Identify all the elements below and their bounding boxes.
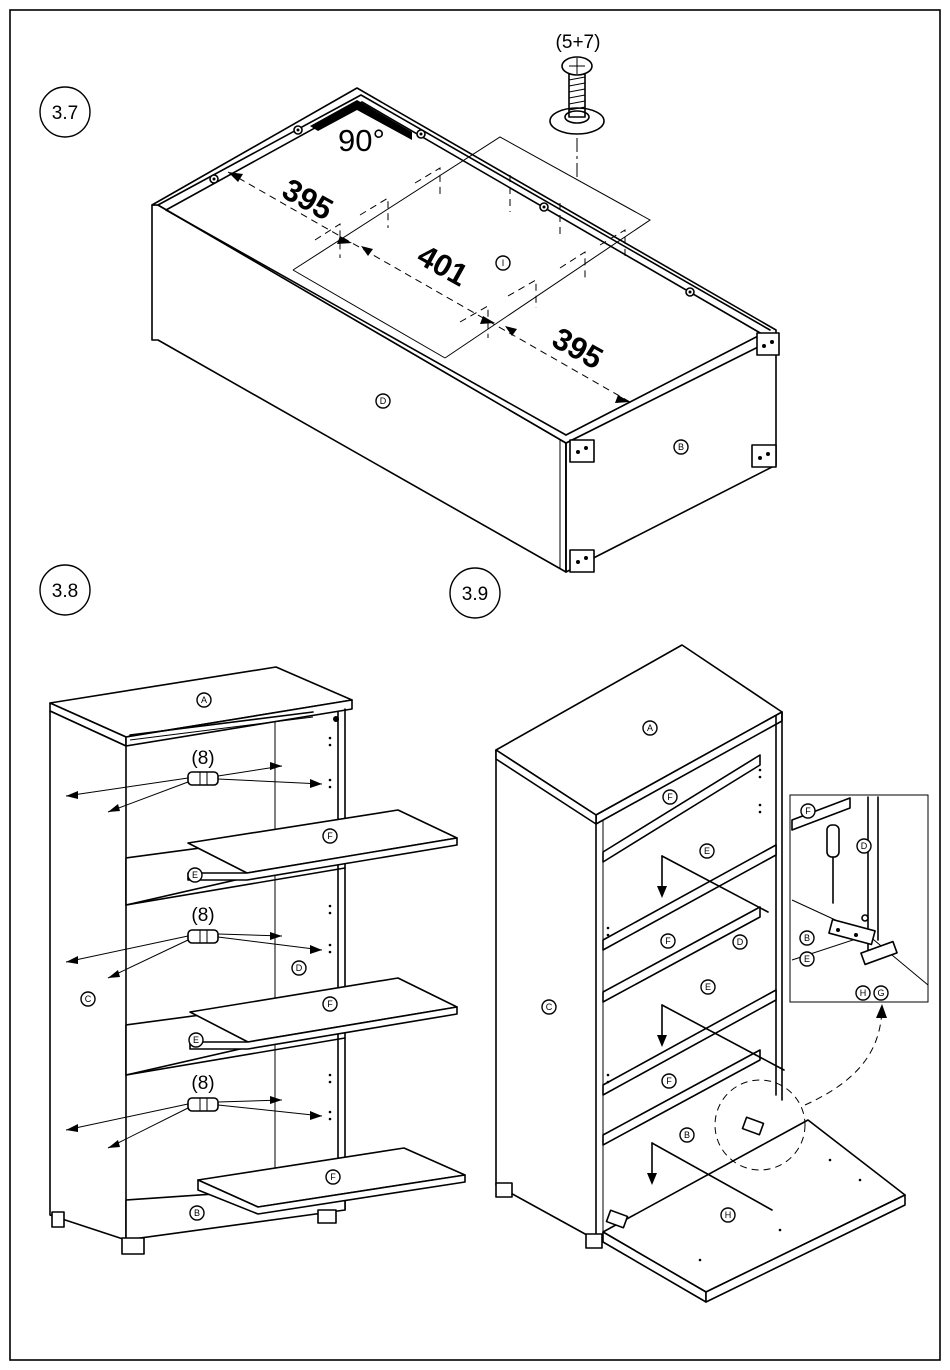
part-tag-back: D bbox=[375, 393, 391, 409]
step-number-3-8: 3.8 bbox=[39, 564, 91, 616]
detail-tag-g: G bbox=[873, 985, 889, 1001]
cam-fittings bbox=[209, 125, 695, 297]
svg-text:D: D bbox=[861, 841, 868, 851]
detail-tag-h: H bbox=[855, 985, 871, 1001]
angle-label: 90° bbox=[338, 123, 385, 158]
carcass-with-door bbox=[495, 644, 906, 1303]
part-tag-right-side: D bbox=[291, 960, 307, 976]
part-tag-shelf-f: F bbox=[662, 789, 678, 805]
corner-brackets bbox=[569, 332, 780, 573]
svg-text:B: B bbox=[804, 933, 810, 943]
svg-text:(8): (8) bbox=[191, 748, 214, 769]
cabinet-hinge-icon bbox=[828, 918, 898, 966]
detail-tag-b: B bbox=[799, 930, 815, 946]
part-tag-shelf-e: E bbox=[699, 843, 715, 859]
part-tag-shelf-e: E bbox=[188, 1032, 204, 1048]
detail-callout-leader bbox=[804, 1009, 883, 1106]
svg-text:H: H bbox=[725, 1210, 732, 1220]
part-tag-left-side: C bbox=[80, 991, 96, 1007]
step-number-3-9: 3.9 bbox=[449, 567, 501, 619]
page-frame bbox=[9, 9, 941, 1361]
svg-text:F: F bbox=[327, 999, 333, 1009]
part-tag-shelf-e: E bbox=[700, 979, 716, 995]
part-tag-door: H bbox=[720, 1207, 736, 1223]
carcass-upright-front bbox=[49, 666, 466, 1255]
shelf-pin-holes bbox=[328, 716, 339, 1121]
svg-text:B: B bbox=[684, 1130, 690, 1140]
svg-text:G: G bbox=[877, 988, 884, 998]
step-number-3-7: 3.7 bbox=[39, 86, 91, 138]
detail-tag-d: D bbox=[856, 838, 872, 854]
part-tag-shelf-f: F bbox=[322, 828, 338, 844]
part-tag-side: B bbox=[673, 439, 689, 455]
svg-text:H: H bbox=[860, 988, 867, 998]
svg-text:B: B bbox=[678, 442, 684, 452]
detail-tag-f: F bbox=[800, 803, 816, 819]
part-tag-shelf-f: F bbox=[660, 933, 676, 949]
svg-text:E: E bbox=[192, 870, 198, 880]
svg-text:D: D bbox=[380, 396, 387, 406]
detail-tag-e: E bbox=[799, 951, 815, 967]
wooden-dowel-icon: (8) bbox=[65, 905, 323, 979]
screwdriver-icon bbox=[826, 824, 840, 904]
svg-text:F: F bbox=[330, 1172, 336, 1182]
svg-text:E: E bbox=[705, 982, 711, 992]
part-tag-shelf-e: E bbox=[187, 867, 203, 883]
svg-text:F: F bbox=[666, 1076, 672, 1086]
svg-text:A: A bbox=[201, 695, 207, 705]
svg-text:(5+7): (5+7) bbox=[556, 32, 601, 53]
dimension-line bbox=[227, 171, 631, 403]
part-tag-shelf-f-lower: F bbox=[661, 1073, 677, 1089]
part-tag-left-side: C bbox=[541, 999, 557, 1015]
part-tag-top: A bbox=[196, 692, 212, 708]
part-tag-shelf-f: F bbox=[325, 1169, 341, 1185]
svg-text:F: F bbox=[805, 806, 811, 816]
screw-with-washer-icon: (5+7) bbox=[549, 32, 605, 178]
hinge-detail-inset: F D B E H G bbox=[789, 794, 929, 1003]
svg-text:E: E bbox=[193, 1035, 199, 1045]
part-tag-shelf-f: F bbox=[322, 996, 338, 1012]
svg-text:D: D bbox=[737, 937, 744, 947]
svg-text:F: F bbox=[667, 792, 673, 802]
part-tag-top: A bbox=[642, 720, 658, 736]
svg-text:I: I bbox=[502, 258, 505, 268]
svg-text:E: E bbox=[804, 954, 810, 964]
wooden-dowel-icon: (8) bbox=[65, 748, 323, 813]
svg-text:F: F bbox=[327, 831, 333, 841]
svg-text:C: C bbox=[85, 994, 92, 1004]
svg-text:(8): (8) bbox=[191, 1073, 214, 1094]
step-3-9: 3.9 bbox=[449, 567, 929, 1303]
part-tag-bottom: B bbox=[679, 1127, 695, 1143]
inner-dashed-edges bbox=[314, 167, 626, 338]
shelf-pin-holes bbox=[606, 768, 862, 1262]
svg-text:3.8: 3.8 bbox=[52, 581, 78, 602]
svg-text:C: C bbox=[546, 1002, 553, 1012]
svg-text:3.7: 3.7 bbox=[52, 103, 78, 124]
right-angle-marker bbox=[310, 100, 412, 140]
part-tag-bottom: B bbox=[189, 1205, 205, 1221]
svg-text:D: D bbox=[296, 963, 303, 973]
carcass-lying bbox=[151, 87, 780, 573]
step-3-8: 3.8 bbox=[39, 564, 466, 1255]
svg-text:(8): (8) bbox=[191, 905, 214, 926]
part-tag-inner: I bbox=[495, 255, 511, 271]
cabinet-hinge-icon bbox=[605, 1116, 765, 1229]
svg-text:A: A bbox=[647, 723, 653, 733]
detail-callout-circle bbox=[714, 1079, 806, 1171]
svg-text:B: B bbox=[194, 1208, 200, 1218]
step-3-7: 3.7 bbox=[39, 32, 780, 573]
svg-text:3.9: 3.9 bbox=[462, 584, 488, 605]
svg-text:E: E bbox=[704, 846, 710, 856]
wooden-dowel-icon: (8) bbox=[65, 1073, 323, 1149]
part-tag-right-side: D bbox=[732, 934, 748, 950]
svg-text:F: F bbox=[665, 936, 671, 946]
